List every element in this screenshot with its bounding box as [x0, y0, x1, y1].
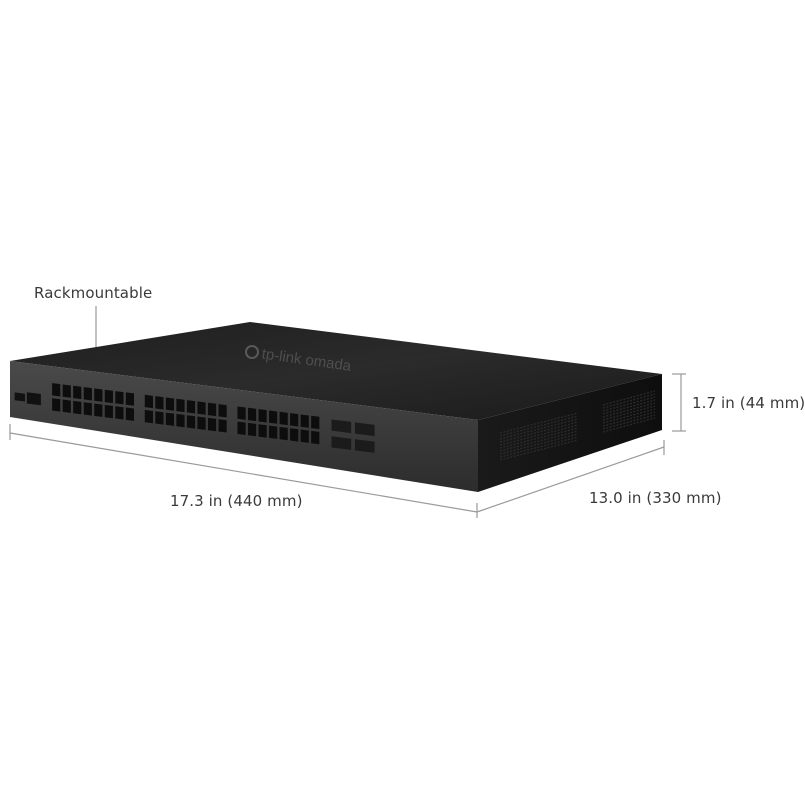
rj45-port [62, 384, 71, 398]
depth-label: 13.0 in (330 mm) [589, 489, 722, 507]
vent-slot [602, 390, 656, 406]
rackmountable-label: Rackmountable [34, 284, 153, 302]
height-label: 1.7 in (44 mm) [692, 394, 805, 412]
rj45-port [176, 398, 185, 413]
rj45-port [186, 415, 196, 429]
rj45-port [125, 407, 135, 421]
rj45-port [311, 415, 320, 430]
rj45-port [176, 413, 185, 428]
vent-slot [499, 412, 579, 434]
vent-slot [602, 393, 656, 409]
rj45-port [197, 401, 206, 415]
vent-slot [602, 402, 656, 418]
rj45-port [125, 392, 135, 406]
rj45-port [155, 396, 164, 410]
rj45-port [144, 409, 153, 424]
rj45-port [269, 410, 278, 424]
sfp-port [331, 419, 352, 434]
rj45-port [144, 394, 153, 409]
rj45-port [247, 407, 257, 422]
rj45-port [115, 406, 124, 420]
rj45-port [218, 419, 227, 433]
rj45-port [269, 425, 278, 439]
rj45-port [155, 411, 164, 425]
rj45-port [62, 399, 71, 413]
rj45-port [290, 413, 299, 427]
vent-slot [602, 411, 656, 427]
rj45-port [247, 422, 257, 437]
rj45-port [83, 387, 92, 401]
rj45-port [83, 402, 92, 416]
rj45-port [279, 411, 288, 426]
rj45-port [165, 412, 175, 426]
rj45-port [165, 397, 175, 411]
depth-dimension-line [476, 446, 665, 513]
rj45-port [52, 383, 61, 397]
width-label: 17.3 in (440 mm) [170, 492, 303, 510]
management-port [26, 392, 41, 406]
rj45-port [94, 403, 103, 417]
rj45-port [279, 426, 288, 441]
dimension-lines [9, 373, 686, 518]
rj45-port [300, 429, 309, 443]
vent-slot [602, 399, 656, 415]
vent-slot [499, 430, 579, 452]
rj45-port [300, 414, 309, 428]
rj45-port [218, 404, 227, 418]
sfp-port [354, 439, 375, 453]
rj45-port [115, 391, 124, 405]
vent-slot [602, 414, 656, 430]
rj45-port [94, 388, 103, 402]
rj45-port [186, 400, 196, 414]
rj45-port [73, 400, 82, 415]
rj45-port [258, 409, 267, 423]
rj45-port [258, 424, 267, 438]
rj45-port [290, 428, 299, 442]
rj45-port [104, 404, 113, 419]
rj45-port [207, 402, 217, 417]
vent-slot [499, 424, 579, 446]
rj45-port [237, 421, 246, 435]
vent-slot [602, 396, 656, 412]
console-port [14, 392, 25, 402]
side-vent [499, 390, 656, 461]
sfp-port [331, 436, 352, 450]
rj45-port [311, 430, 320, 445]
rj45-port [52, 398, 61, 412]
vent-slot [499, 433, 579, 455]
vent-slot [499, 415, 579, 437]
vent-slot [602, 408, 656, 424]
switch-top-panel [10, 322, 662, 420]
vent-slot [602, 405, 656, 421]
vent-slot [499, 436, 579, 458]
vent-slot [499, 421, 579, 443]
rj45-port [207, 417, 217, 432]
rj45-port [104, 389, 113, 404]
sfp-port [354, 422, 375, 437]
vent-slot [499, 427, 579, 449]
vent-slot [602, 417, 656, 433]
front-panel-components [14, 383, 375, 453]
rj45-port [197, 416, 206, 430]
width-dimension-line [9, 432, 478, 513]
switch-side-panel [478, 374, 662, 492]
vent-slot [499, 439, 579, 461]
vent-slot [499, 418, 579, 440]
rj45-port [237, 406, 246, 420]
rj45-port [73, 385, 82, 400]
